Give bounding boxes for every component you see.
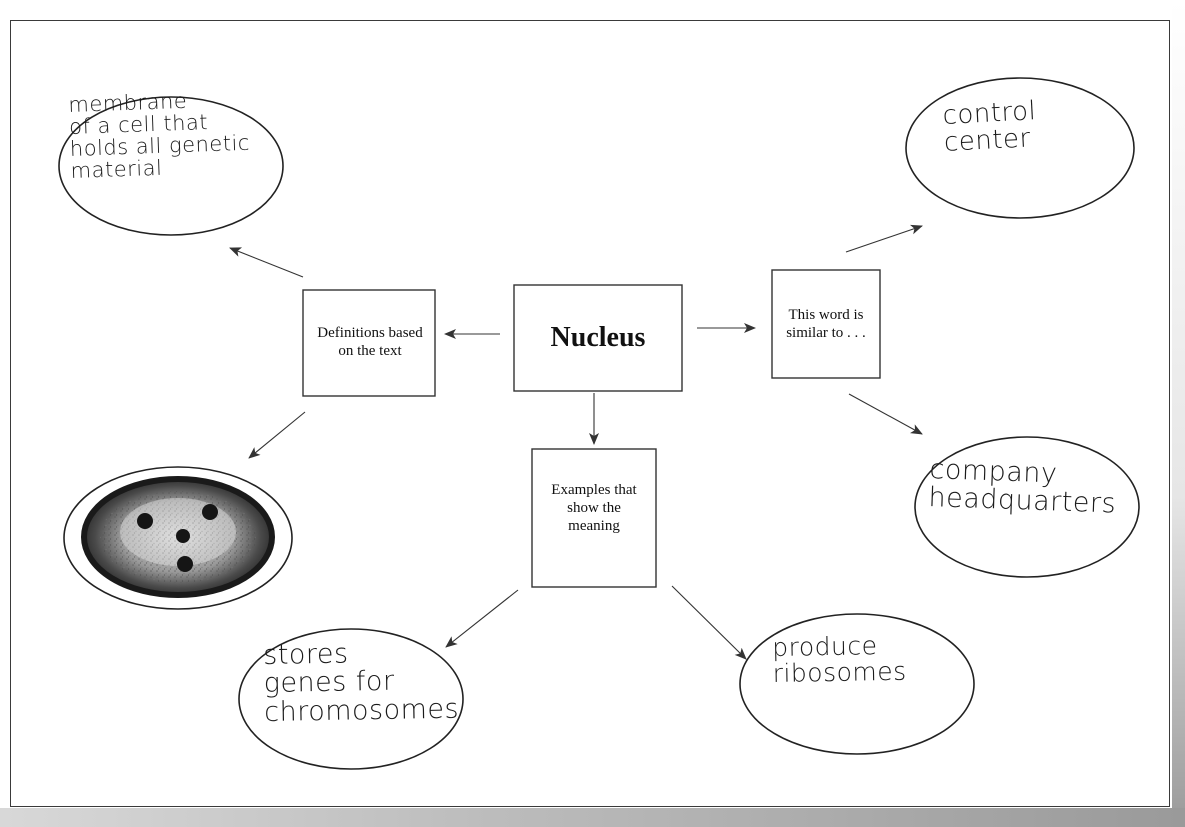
example-ellipse-2 [739, 613, 975, 755]
similar-label: This word is similar to . . . [786, 307, 866, 341]
example-handwriting-2: produce ribosomes [771, 631, 907, 689]
example-ellipse-1 [238, 628, 464, 770]
similar-handwriting-1: control center [941, 96, 1037, 159]
examples-label: Examples that show the meaning [551, 482, 637, 534]
nucleus-label: Nucleus [550, 322, 646, 354]
scan-edge-bottom [0, 808, 1185, 827]
definitions-box [302, 289, 436, 397]
scan-edge-right [1172, 0, 1185, 827]
example-handwriting-1: stores genes for chromosomes [262, 638, 460, 728]
definition-handwriting: membrane of a cell that holds all geneti… [67, 88, 251, 184]
definitions-label: Definitions based on the text [317, 325, 423, 359]
definition-ellipse [58, 96, 284, 236]
arrow-definitions-to-text [229, 247, 304, 278]
arrow-examples-to-stores [445, 589, 519, 648]
arrow-examples-to-produce [671, 585, 747, 660]
similar-handwriting-2: company headquarters [927, 454, 1117, 520]
similar-ellipse-2 [914, 436, 1140, 578]
nucleus-sketch-icon [81, 476, 275, 598]
drawing-ellipse [63, 466, 293, 610]
arrow-similar-to-control [845, 224, 923, 253]
arrow-definitions-to-drawing [248, 411, 306, 459]
worksheet-frame [10, 20, 1170, 807]
examples-box [531, 448, 657, 588]
nucleus-box [513, 284, 683, 392]
similar-box [771, 269, 881, 379]
similar-ellipse-1 [905, 77, 1135, 219]
arrow-similar-to-company [848, 393, 923, 435]
